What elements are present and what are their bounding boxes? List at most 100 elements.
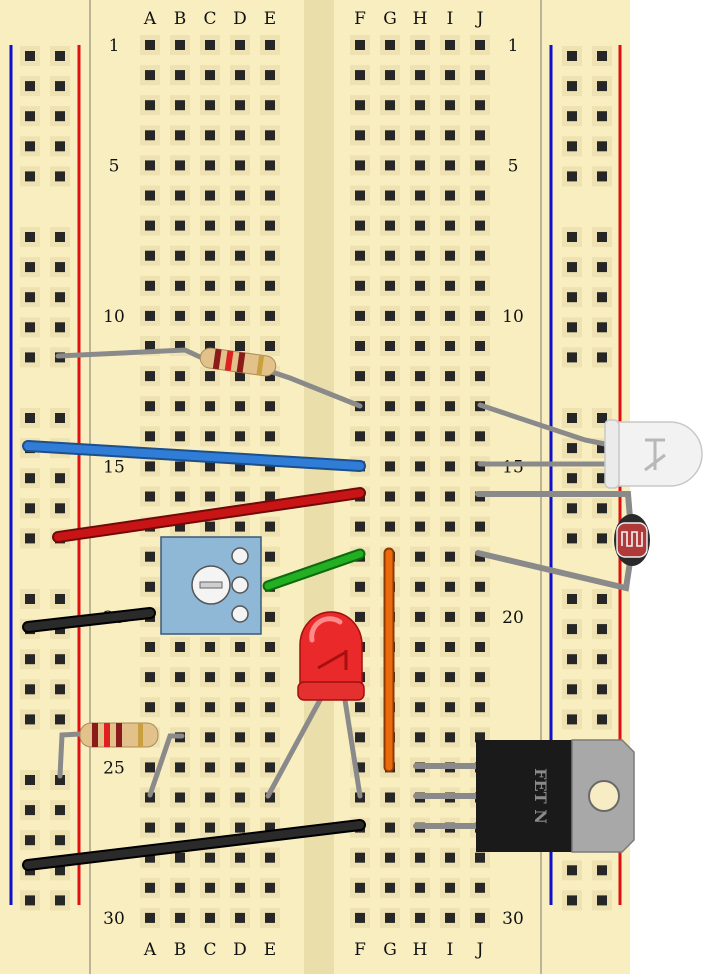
- led-red[interactable]: [265, 611, 365, 799]
- terminal-hole-pin: [235, 702, 245, 713]
- led-red-body: [299, 611, 363, 691]
- terminal-hole-pin: [265, 702, 275, 713]
- terminal-hole: [410, 366, 430, 387]
- rail-hole-pin: [55, 81, 65, 92]
- terminal-hole: [350, 65, 370, 86]
- terminal-hole: [140, 155, 160, 176]
- terminal-hole-pin: [475, 521, 485, 532]
- terminal-hole-pin: [355, 732, 365, 743]
- terminal-hole: [410, 426, 430, 447]
- led-white-body: [611, 421, 703, 487]
- resistor-1[interactable]: [55, 347, 363, 409]
- terminal-hole-pin: [145, 461, 155, 472]
- terminal-hole-pin: [145, 792, 155, 803]
- terminal-hole: [170, 275, 190, 296]
- led-white[interactable]: [477, 402, 703, 489]
- terminal-hole-pin: [175, 401, 185, 412]
- rail-hole-pin: [597, 865, 607, 876]
- rail-hole-pin: [567, 503, 577, 514]
- rail-hole-pin: [567, 171, 577, 182]
- rail-hole-pin: [567, 443, 577, 454]
- terminal-hole-pin: [145, 822, 155, 833]
- terminal-hole-pin: [205, 732, 215, 743]
- terminal-hole: [200, 757, 220, 778]
- terminal-hole-pin: [265, 672, 275, 683]
- rail-hole-pin: [55, 111, 65, 122]
- rail-hole: [20, 408, 40, 428]
- terminal-hole: [260, 877, 280, 898]
- rail-hole-pin: [567, 684, 577, 695]
- terminal-hole-pin: [175, 491, 185, 502]
- terminal-hole: [140, 817, 160, 838]
- terminal-hole: [200, 426, 220, 447]
- rail-hole-pin: [597, 594, 607, 604]
- terminal-hole-pin: [145, 852, 155, 863]
- terminal-hole-pin: [475, 882, 485, 893]
- terminal-hole-pin: [175, 461, 185, 472]
- column-letter-top: E: [264, 9, 276, 29]
- terminal-hole-pin: [355, 160, 365, 171]
- terminal-hole-pin: [475, 581, 485, 592]
- terminal-hole: [200, 155, 220, 176]
- rail-hole: [562, 166, 582, 187]
- terminal-hole: [440, 336, 460, 356]
- terminal-hole-pin: [385, 160, 395, 171]
- rail-hole-pin: [567, 322, 577, 333]
- row-number-left: 1: [109, 36, 120, 56]
- rail-hole-pin: [25, 352, 35, 363]
- terminal-hole-pin: [445, 551, 455, 562]
- terminal-hole-pin: [355, 70, 365, 81]
- led-red-anvil: [317, 650, 348, 670]
- terminal-hole-pin: [415, 160, 425, 171]
- terminal-hole-pin: [145, 551, 155, 562]
- terminal-hole: [410, 576, 430, 597]
- terminal-hole-pin: [385, 190, 395, 201]
- terminal-hole: [380, 215, 400, 236]
- terminal-hole: [440, 366, 460, 387]
- terminal-hole: [470, 576, 490, 597]
- rail-hole-pin: [55, 654, 65, 665]
- terminal-hole-pin: [235, 672, 245, 683]
- mosfet[interactable]: FET N: [413, 739, 635, 853]
- terminal-hole-pin: [445, 672, 455, 683]
- resistor-1-band-3: [236, 352, 246, 373]
- terminal-hole-pin: [205, 912, 215, 923]
- terminal-hole-pin: [205, 882, 215, 893]
- row-number-left: 25: [103, 758, 125, 778]
- resistor-2[interactable]: [57, 722, 185, 798]
- terminal-hole: [260, 546, 280, 567]
- terminal-hole-pin: [235, 100, 245, 111]
- terminal-hole-pin: [205, 130, 215, 141]
- rail-hole: [592, 860, 612, 881]
- terminal-hole: [170, 667, 190, 688]
- photoresistor[interactable]: [475, 491, 650, 592]
- terminal-hole-pin: [175, 371, 185, 382]
- terminal-hole-pin: [415, 100, 425, 111]
- terminal-hole-pin: [265, 642, 275, 652]
- rail-hole: [50, 830, 70, 851]
- terminal-hole: [230, 667, 250, 688]
- terminal-hole-pin: [415, 220, 425, 231]
- terminal-hole: [260, 396, 280, 417]
- terminal-hole: [350, 877, 370, 898]
- terminal-hole: [380, 275, 400, 296]
- terminal-hole: [230, 757, 250, 778]
- terminal-hole: [170, 877, 190, 898]
- resistor-1-band-4: [256, 354, 265, 376]
- terminal-hole: [470, 95, 490, 116]
- rail-hole: [20, 800, 40, 821]
- terminal-hole-pin: [475, 672, 485, 683]
- terminal-hole: [350, 366, 370, 387]
- terminal-hole-pin: [415, 642, 425, 652]
- terminal-hole: [410, 95, 430, 116]
- potentiometer[interactable]: [160, 536, 262, 635]
- terminal-hole-pin: [235, 912, 245, 923]
- terminal-hole-pin: [235, 642, 245, 652]
- terminal-hole-pin: [235, 431, 245, 442]
- terminal-hole: [140, 426, 160, 447]
- terminal-hole-pin: [205, 371, 215, 382]
- terminal-hole-pin: [235, 852, 245, 863]
- terminal-hole-pin: [235, 732, 245, 743]
- rail-hole-pin: [597, 111, 607, 122]
